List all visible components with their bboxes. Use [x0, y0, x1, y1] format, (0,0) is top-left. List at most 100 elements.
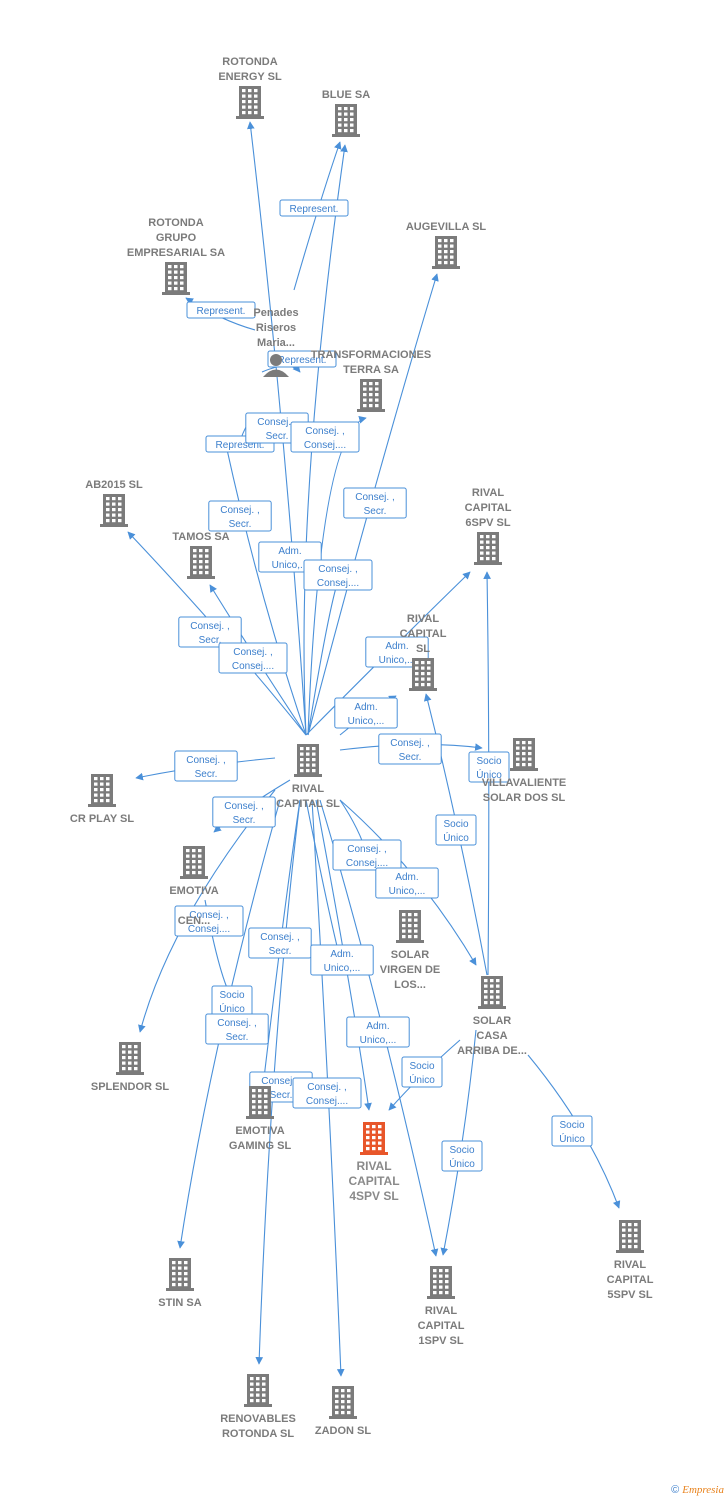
edge-label-text: Consej. , — [217, 1018, 256, 1029]
building-icon — [162, 262, 190, 295]
node-label: CAPITAL SL — [276, 798, 340, 810]
building-icon — [478, 976, 506, 1009]
edge-label-box[interactable]: Represent. — [267, 350, 337, 368]
node-stin[interactable]: STIN SA — [158, 1258, 202, 1309]
node-label: CR PLAY SL — [70, 813, 134, 825]
node-label: EMOTIVA — [235, 1125, 284, 1137]
node-ab2015[interactable]: AB2015 SL — [85, 479, 143, 527]
brand-logo: Empresia — [682, 1484, 724, 1496]
edge-label-text: Secr. — [226, 1032, 249, 1043]
node-label: CEN... — [178, 915, 210, 927]
node-label: ROTONDA — [222, 56, 277, 68]
edge-label-box[interactable]: Consej. ,Secr. — [174, 750, 238, 782]
building-icon — [396, 910, 424, 943]
building-icon — [116, 1042, 144, 1075]
edge-label-box[interactable]: Consej. ,Secr. — [178, 616, 242, 648]
edge-label-text: Consej. , — [390, 738, 429, 749]
node-splendor[interactable]: SPLENDOR SL — [91, 1042, 170, 1093]
node-label: Maria... — [257, 337, 295, 349]
edge-label-text: Único — [409, 1073, 435, 1086]
edge-label-text: Unico,... — [272, 560, 309, 571]
edge-line — [258, 799, 301, 1096]
building-icon — [187, 546, 215, 579]
edge-label-box[interactable]: Consej. ,Consej.... — [292, 1077, 362, 1109]
node-label: RIVAL — [292, 783, 324, 795]
edge-label-box[interactable]: Consej. ,Consej.... — [218, 642, 288, 674]
edge-label-text: Consej. , — [186, 755, 225, 766]
edge-label-box[interactable]: Adm.Unico,... — [310, 944, 374, 976]
building-icon — [100, 494, 128, 527]
node-label: ZADON SL — [315, 1425, 372, 1437]
edge-label-box[interactable]: Consej. ,Secr. — [212, 796, 276, 828]
node-label: EMOTIVA — [169, 885, 218, 897]
edge-label-text: Represent. — [278, 355, 327, 366]
edge-label-text: Secr. — [364, 506, 387, 517]
node-emotiva-cen[interactable]: EMOTIVA CEN... — [169, 846, 219, 927]
edge-label-box[interactable]: Represent. — [279, 199, 349, 217]
node-augevilla[interactable]: AUGEVILLA SL — [406, 221, 487, 269]
edge-label-text: Represent. — [197, 306, 246, 317]
edge-label-box[interactable]: Represent. — [186, 301, 256, 319]
edge-label-box[interactable]: Adm.Unico,... — [334, 697, 398, 729]
node-label: SOLAR — [391, 949, 430, 961]
edge-label-box[interactable]: Consej. ,Consej.... — [290, 421, 360, 453]
node-label: LOS... — [394, 979, 426, 991]
node-cr-play[interactable]: CR PLAY SL — [70, 774, 134, 825]
footer-brand[interactable]: © Empresia — [671, 1484, 724, 1496]
edge-label-text: Consej. , — [224, 801, 263, 812]
node-tamos[interactable]: TAMOS SA — [172, 531, 230, 579]
edge-label-text: Único — [449, 1157, 475, 1170]
node-blue-sa[interactable]: BLUE SA — [322, 89, 370, 137]
edge-label-text: Consej.... — [188, 924, 230, 935]
edge-label-box[interactable]: Consej. ,Secr. — [378, 733, 442, 765]
edge-label-box[interactable]: Consej. ,Consej.... — [174, 905, 244, 937]
edge-label-text: Consej. , — [257, 417, 296, 428]
edge-label-box[interactable]: Consej. ,Secr. — [208, 500, 272, 532]
edge-label-box[interactable]: Adm.Unico,... — [346, 1016, 410, 1048]
edge-labels-layer: Represent.Represent.Represent.Represent.… — [174, 199, 593, 1172]
edge-label-text: Único — [443, 831, 469, 844]
edge-label-box[interactable]: Consej. ,Consej.... — [303, 559, 373, 591]
edge-label-box[interactable]: Consej. , Secr. — [205, 1013, 269, 1045]
edge-label-text: Consej.... — [232, 661, 274, 672]
node-zadon[interactable]: ZADON SL — [315, 1386, 372, 1437]
edge-label-text: Único — [219, 1002, 245, 1015]
building-icon — [510, 738, 538, 771]
node-rival-capital[interactable]: RIVAL CAPITAL SL — [276, 744, 340, 810]
edge-label-box[interactable]: Consej. ,Secr. — [343, 487, 407, 519]
edge-label-box[interactable]: Consej. ,Consej.... — [332, 839, 402, 871]
building-icon — [166, 1258, 194, 1291]
node-label: RENOVABLES — [220, 1413, 296, 1425]
edge-label-text: Consej. , — [260, 932, 299, 943]
edge-label-text: Socio — [219, 990, 244, 1001]
edge-label-text: Socio — [409, 1061, 434, 1072]
edge-label-box[interactable]: Consej. ,Secr. — [248, 927, 312, 959]
edge-label-text: Consej.... — [317, 578, 359, 589]
node-label: RIVAL — [425, 1305, 457, 1317]
edge-label-text: Consej. , — [305, 426, 344, 437]
edge-label-text: Unico,... — [348, 716, 385, 727]
edge-label-text: Consej.... — [306, 1096, 348, 1107]
edge-label-box[interactable]: Adm.Unico,... — [375, 867, 439, 899]
node-penades[interactable]: PenadesRiserosMaria... — [253, 307, 299, 377]
